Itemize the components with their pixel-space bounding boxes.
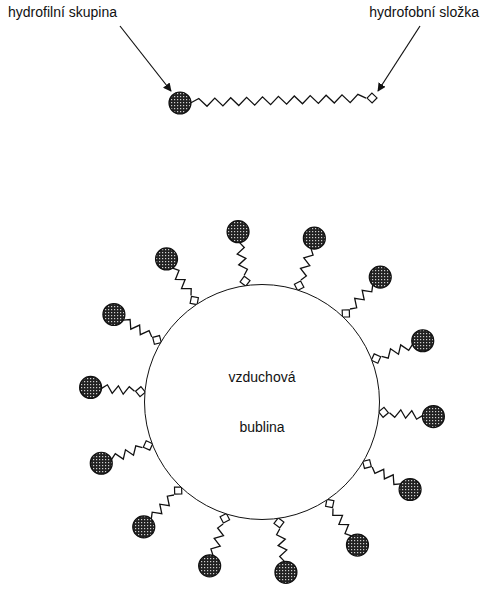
hydrophobic-chain (382, 345, 413, 359)
hydrophilic-head (275, 561, 297, 583)
hydrophobic-chain (173, 268, 192, 295)
hydrophilic-head (346, 534, 368, 556)
hydrophobic-chain (211, 524, 224, 556)
bubble-label: vzduchová bublina (207, 352, 317, 452)
hydrophilic-head (399, 478, 421, 500)
hydrophilic-head (369, 266, 391, 288)
hydrophilic-head (80, 376, 102, 398)
hydrophobic-end (379, 407, 389, 417)
part-label: hydrofilní skupina (8, 4, 117, 20)
hydrophilic-head (422, 406, 444, 428)
air-bubble: vzduchová bublina (144, 284, 380, 520)
hydrophobic-chain (151, 495, 174, 519)
hydrophobic-chain (333, 509, 352, 536)
hydrophobic-end (367, 93, 377, 103)
part-label: hydrofobní složka (369, 4, 479, 20)
hydrophobic-chain (390, 410, 423, 419)
hydrophilic-head (199, 555, 221, 577)
hydrophilic-head (412, 330, 434, 352)
hydrophilic-head (303, 227, 325, 249)
hydrophobic-chain (237, 243, 247, 276)
leader-arrow (378, 26, 420, 91)
hydrophilic-head (103, 304, 125, 326)
hydrophilic-head (227, 221, 249, 243)
hydrophobic-chain (123, 320, 151, 337)
hydrophobic-chain (277, 529, 287, 562)
hydrophilic-head (156, 248, 178, 270)
hydrophobic-chain (102, 385, 135, 394)
hydrophobic-chain (191, 94, 366, 106)
hydrophobic-chain (372, 467, 400, 484)
hydrophilic-head (169, 92, 191, 114)
hydrophobic-chain (350, 285, 373, 309)
hydrophilic-head (90, 452, 112, 474)
hydrophobic-end (274, 518, 284, 528)
hydrophobic-chain (301, 249, 314, 281)
hydrophilic-head (133, 516, 155, 538)
leader-arrow (120, 26, 171, 91)
hydrophobic-chain (112, 446, 143, 460)
